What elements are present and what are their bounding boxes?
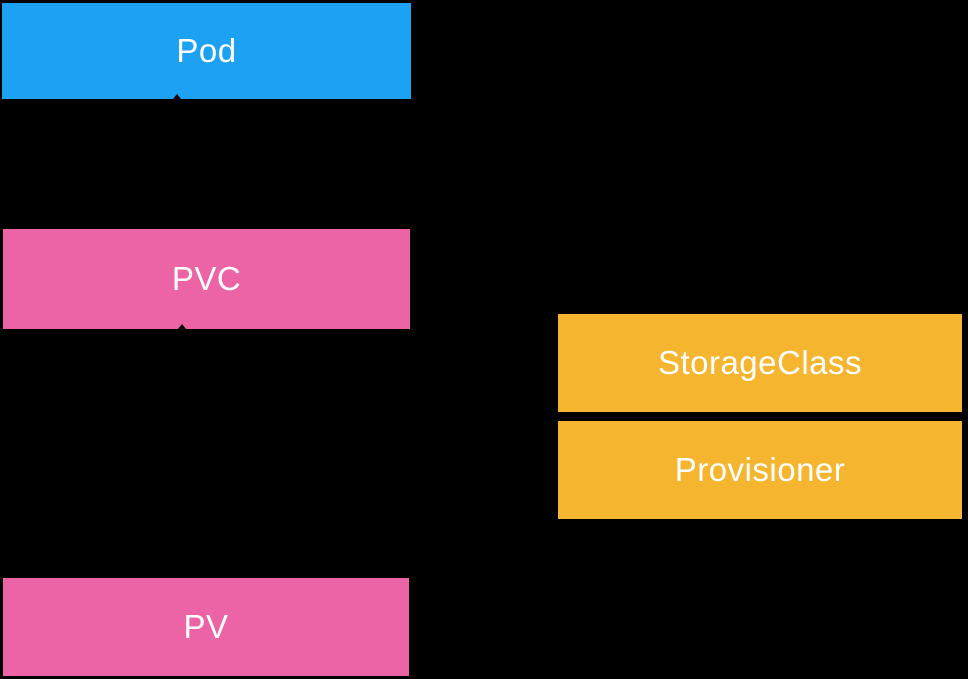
node-pod-label: Pod bbox=[176, 32, 237, 69]
node-storageclass: StorageClass bbox=[558, 314, 962, 412]
node-pv-label: PV bbox=[183, 608, 229, 645]
node-pv: PV bbox=[3, 578, 409, 676]
node-provisioner-label: Provisioner bbox=[674, 451, 846, 488]
node-provisioner: Provisioner bbox=[558, 421, 962, 519]
node-pvc: PVC bbox=[3, 229, 410, 329]
node-storageclass-label: StorageClass bbox=[657, 344, 863, 381]
node-pvc-label: PVC bbox=[171, 260, 242, 297]
node-pod: Pod bbox=[2, 3, 411, 99]
arrowhead-up-icon bbox=[178, 324, 186, 329]
arrowhead-up-icon bbox=[173, 94, 181, 99]
